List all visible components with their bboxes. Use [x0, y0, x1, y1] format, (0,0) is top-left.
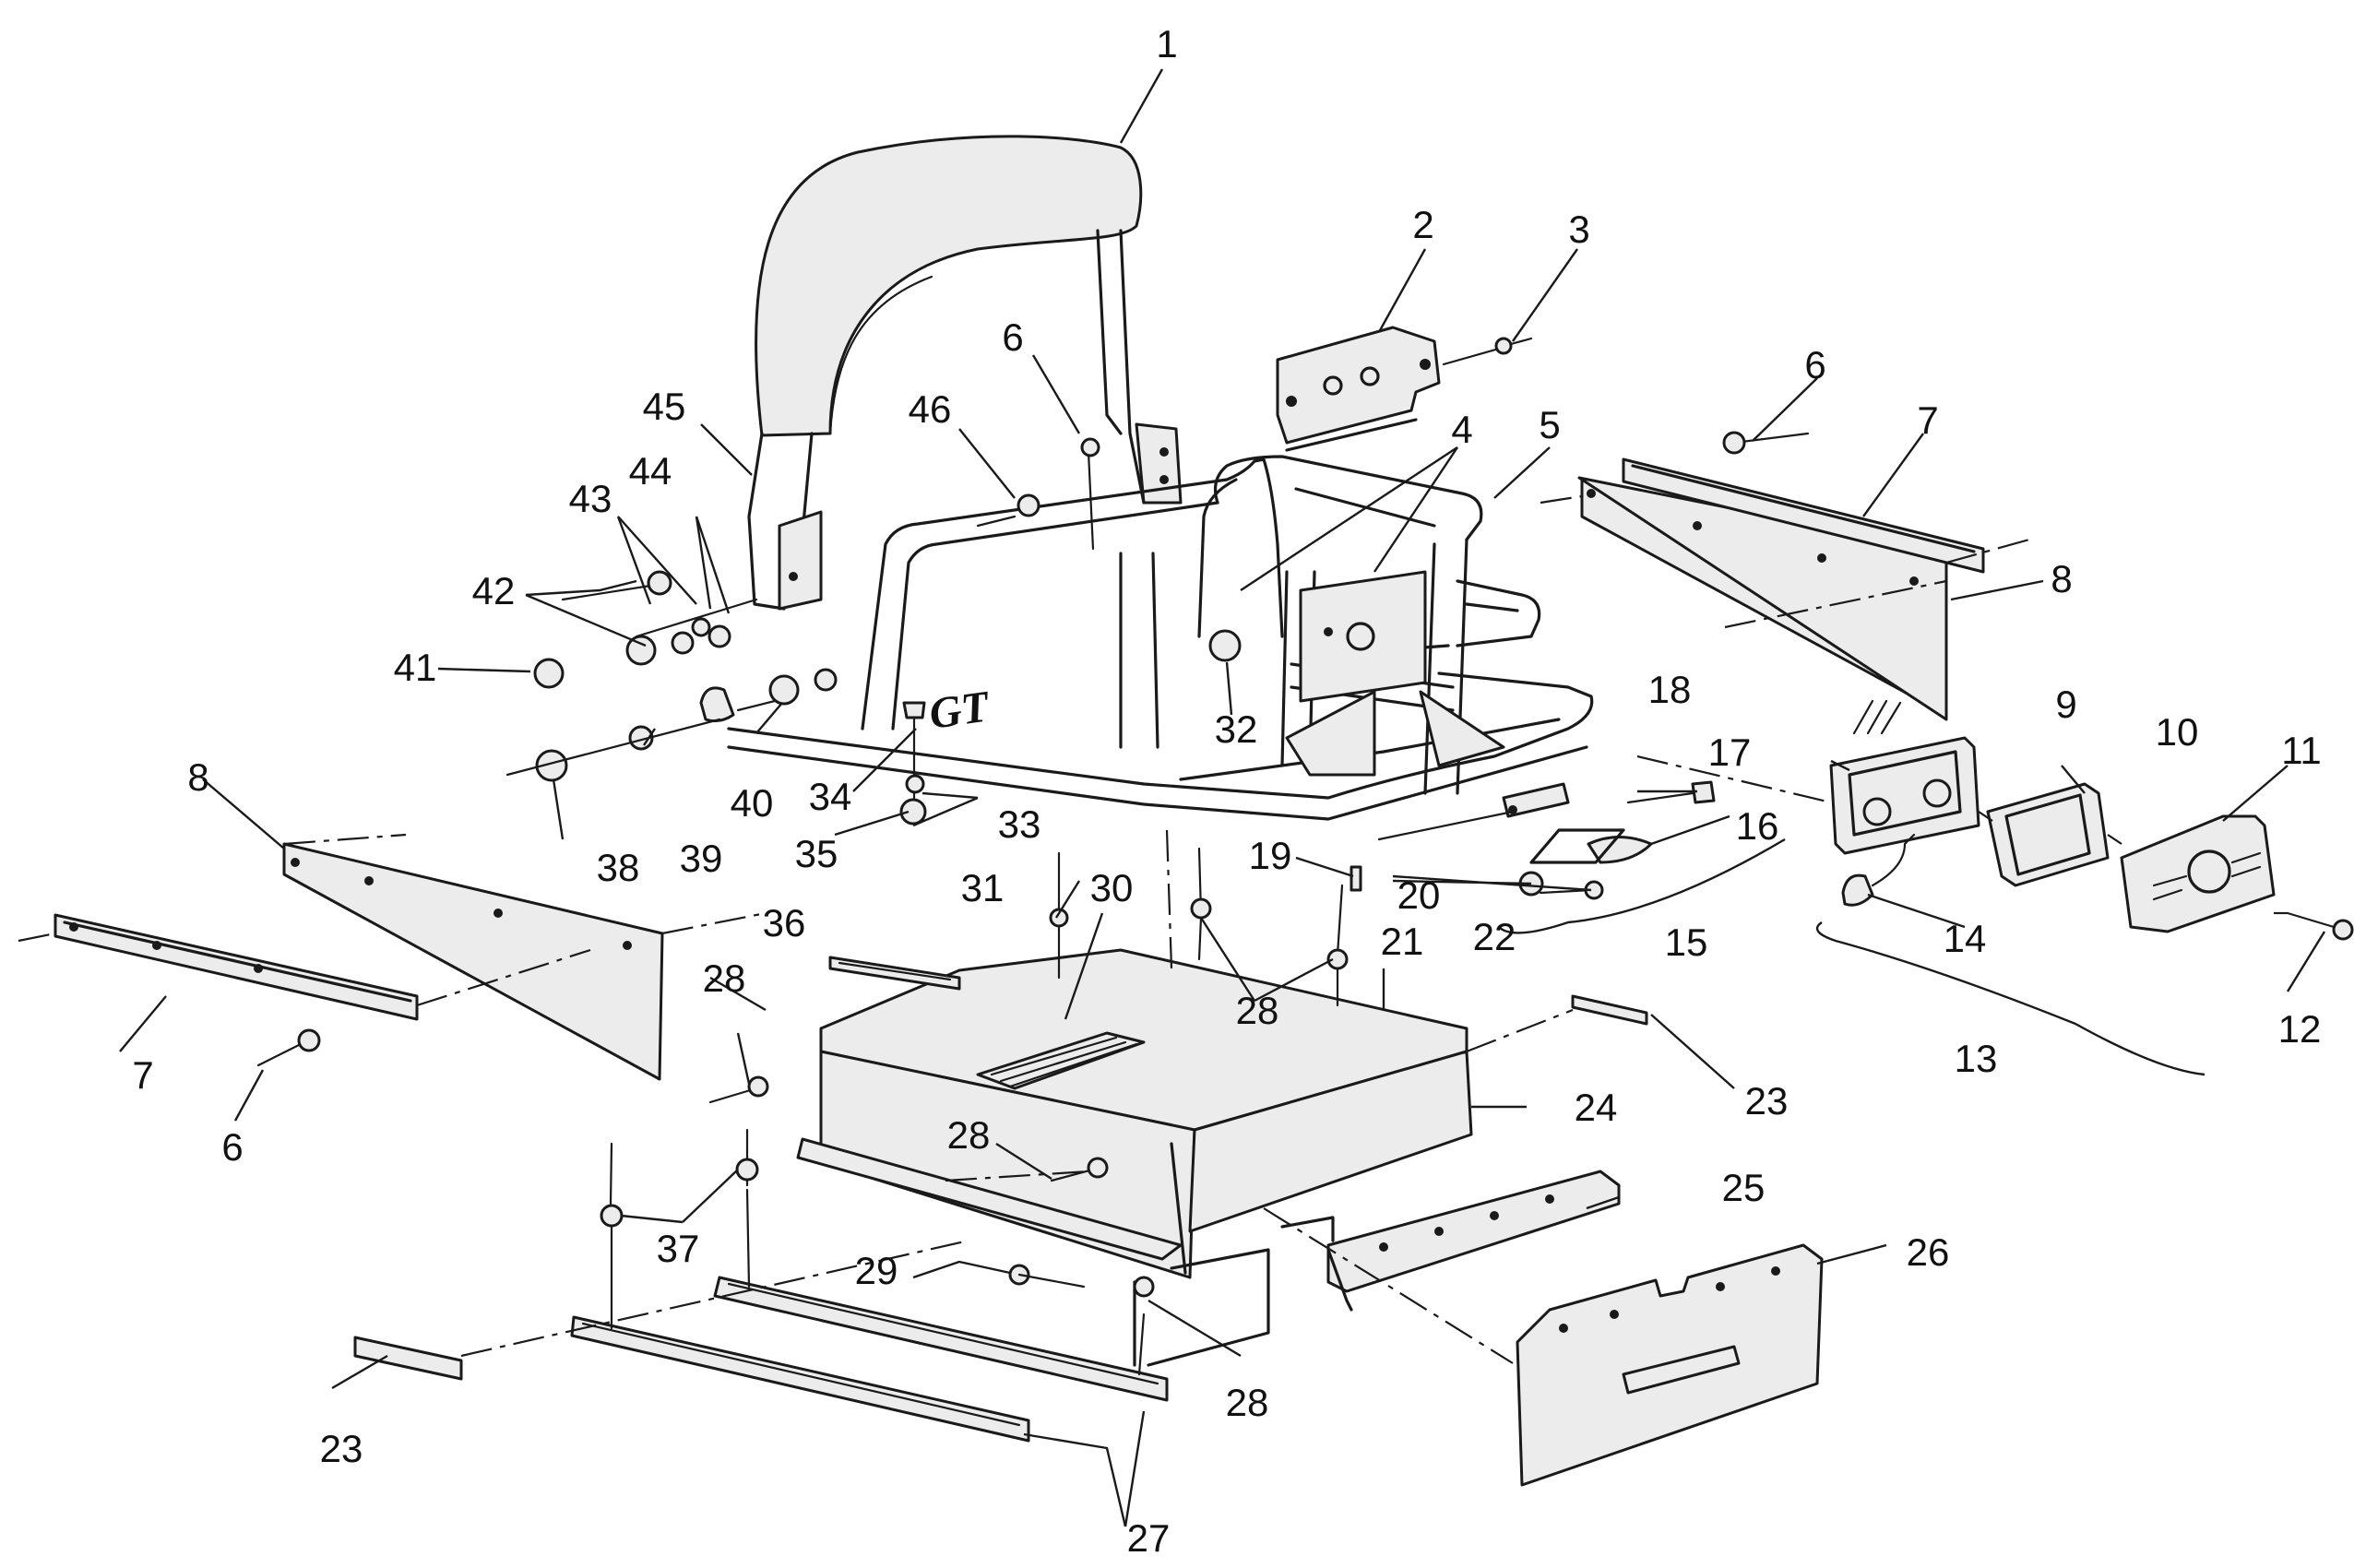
pad-23-right	[1571, 994, 1648, 1026]
tail-light-housing	[1829, 699, 1980, 855]
left-side-panel	[282, 842, 664, 1081]
hardware-right-center	[1350, 780, 1716, 900]
callout-6-left: 6	[221, 1125, 243, 1169]
callout-16: 16	[1736, 804, 1779, 848]
left-runner	[54, 913, 419, 1021]
callout-27: 27	[1127, 1516, 1171, 1560]
callout-26: 26	[1907, 1230, 1950, 1274]
bolt-6-left	[256, 1028, 321, 1067]
callout-34: 34	[809, 775, 852, 818]
runner-27-rear	[570, 1315, 1030, 1443]
callout-28-bottom: 28	[1226, 1381, 1269, 1424]
callout-17: 17	[1708, 731, 1752, 774]
callout-25: 25	[1722, 1166, 1766, 1209]
hardware-center	[899, 629, 1242, 826]
rack-decal-text: GT	[926, 682, 993, 739]
callout-40: 40	[731, 781, 774, 825]
trim-strip-36	[828, 956, 961, 991]
callout-5: 5	[1539, 403, 1560, 446]
callout-38: 38	[597, 846, 640, 889]
callout-24: 24	[1575, 1086, 1618, 1129]
callout-23-left: 23	[320, 1427, 363, 1470]
callout-20: 20	[1397, 873, 1441, 917]
callout-14: 14	[1944, 917, 1987, 960]
callout-39: 39	[680, 837, 723, 880]
callout-29: 29	[855, 1249, 898, 1292]
callout-42: 42	[472, 569, 516, 612]
callout-8-left: 8	[187, 755, 208, 799]
callout-28-left: 28	[703, 956, 746, 1000]
lens-screw	[2286, 911, 2354, 941]
callout-12: 12	[2278, 1007, 2322, 1051]
callout-3: 3	[1568, 208, 1589, 251]
callout-35: 35	[795, 832, 838, 875]
callout-21: 21	[1381, 920, 1424, 963]
callout-10: 10	[2156, 710, 2199, 754]
callout-7-left: 7	[132, 1053, 153, 1097]
callout-7-right: 7	[1917, 398, 1938, 442]
tail-light-lens	[2120, 814, 2276, 933]
callout-1: 1	[1156, 22, 1177, 65]
callout-13: 13	[1955, 1037, 1998, 1080]
tail-light-bulb	[1841, 833, 1916, 907]
storage-box	[796, 948, 1473, 1367]
bolt-6-right	[1722, 431, 1810, 455]
callout-11: 11	[2281, 729, 2322, 772]
callout-18: 18	[1648, 668, 1692, 711]
callout-15: 15	[1665, 921, 1708, 964]
tail-light-gasket	[1986, 782, 2110, 887]
hardware-left	[505, 437, 1100, 782]
callout-23-right: 23	[1745, 1079, 1789, 1123]
callout-19: 19	[1249, 834, 1292, 877]
callout-22: 22	[1473, 915, 1516, 958]
mud-flap-26	[1516, 1243, 1824, 1487]
runner-27-front	[713, 1276, 1169, 1402]
callouts: 1 2 3 4 5 6 6 6 7 7 8 8 9 10 11 12 13 14…	[132, 22, 2321, 1560]
callout-43: 43	[569, 477, 612, 520]
callout-30: 30	[1090, 866, 1134, 909]
callout-8-right: 8	[2051, 557, 2072, 600]
backrest-pad	[755, 135, 1143, 437]
screw-3	[1442, 337, 1533, 366]
callout-41: 41	[394, 646, 437, 689]
mounting-plate	[1276, 326, 1441, 452]
callout-45: 45	[643, 385, 686, 428]
callout-36: 36	[763, 901, 806, 944]
callout-28-center: 28	[1236, 989, 1279, 1032]
callout-46: 46	[909, 387, 952, 431]
callout-2: 2	[1412, 203, 1433, 246]
callout-9: 9	[2055, 683, 2076, 726]
bracket-25	[1326, 1170, 1621, 1312]
right-runner	[1622, 457, 1985, 574]
leader-lines	[119, 68, 2326, 1527]
rear-rack: GT	[727, 455, 1594, 821]
callout-6-right: 6	[1804, 343, 1825, 386]
callout-33: 33	[998, 802, 1041, 846]
callout-4: 4	[1451, 408, 1472, 451]
backrest-frame	[747, 229, 1183, 611]
callout-28-mid: 28	[947, 1113, 991, 1157]
callout-31: 31	[961, 866, 1005, 909]
callout-37: 37	[657, 1227, 700, 1270]
fasteners	[600, 847, 1349, 1376]
pad-23-left	[353, 1336, 463, 1381]
callout-6-top: 6	[1002, 315, 1023, 359]
callout-44: 44	[629, 449, 672, 493]
callout-32: 32	[1215, 707, 1258, 751]
